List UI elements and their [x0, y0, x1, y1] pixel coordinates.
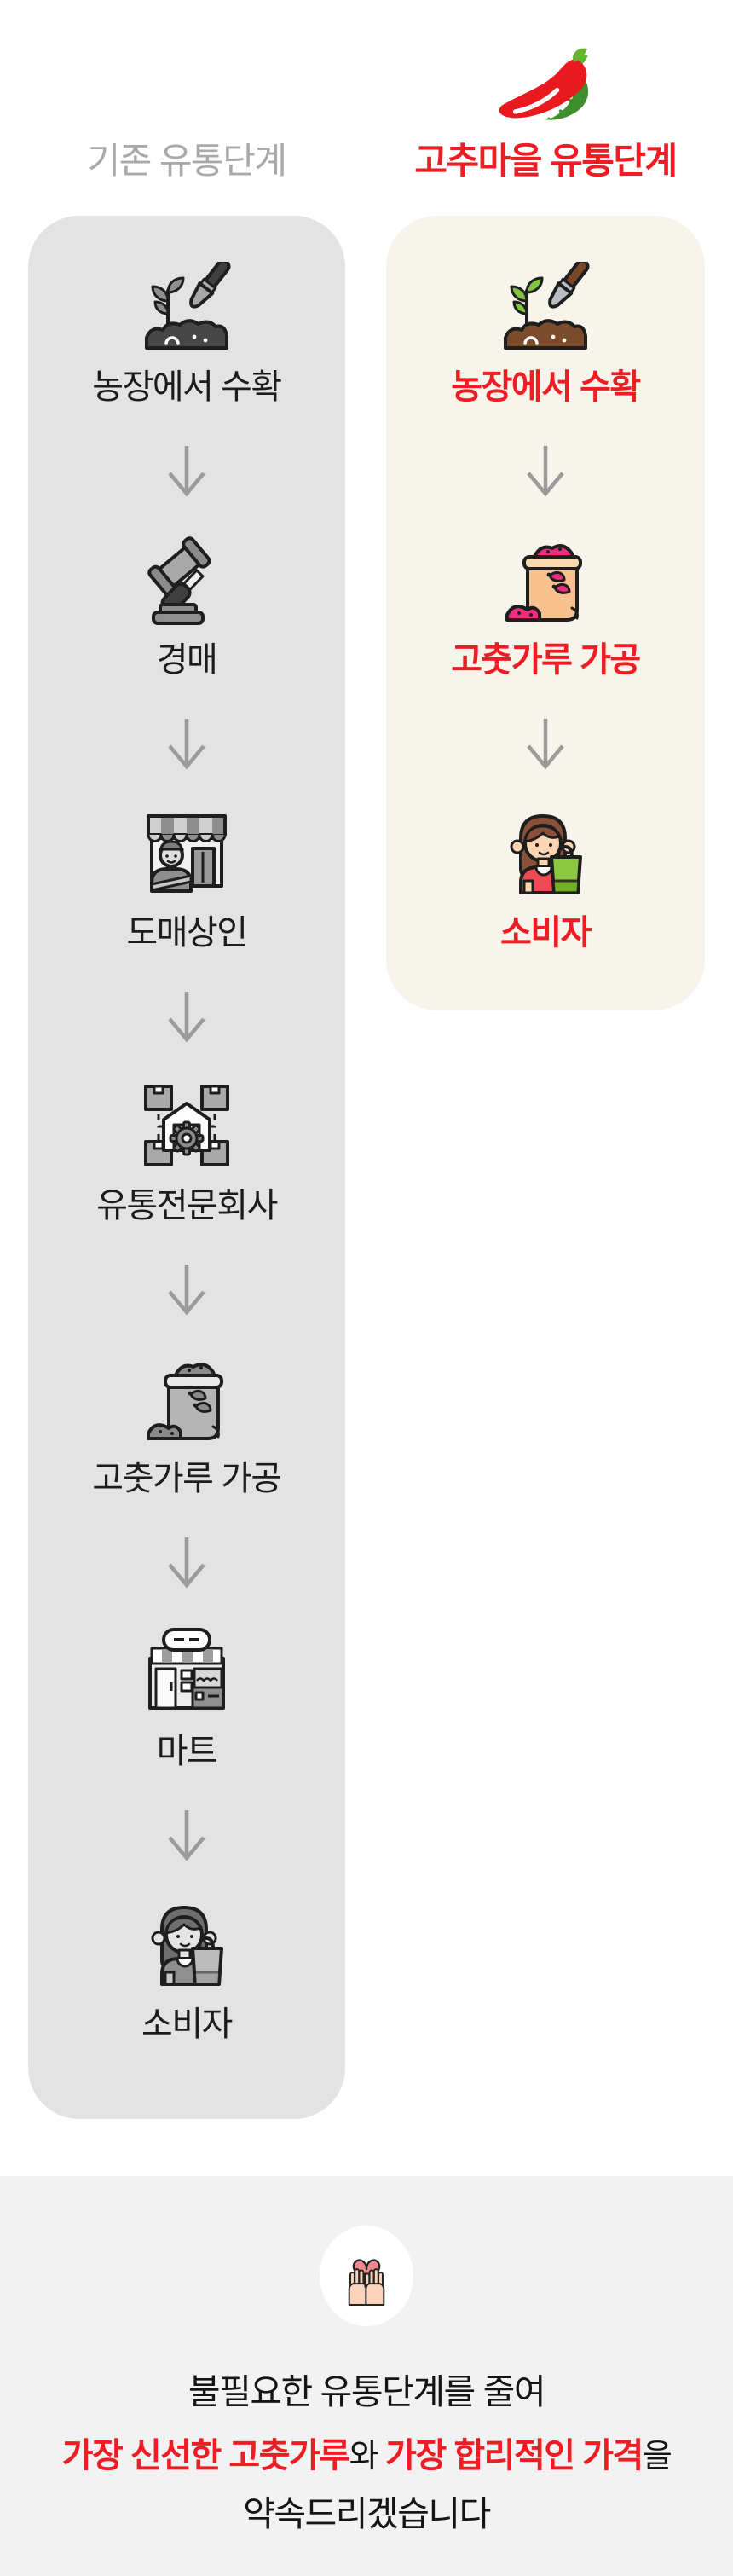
step-label: 고춧가루 가공	[451, 641, 641, 679]
chili-peppers-logo	[488, 45, 603, 132]
consumer-icon	[499, 808, 592, 901]
step-auction: 경매	[140, 535, 234, 681]
step-pepper-powder: 고춧가루 가공	[451, 535, 641, 681]
mart-icon	[140, 1626, 234, 1720]
footer-line3: 약속드리겠습니다	[243, 2494, 491, 2533]
arrow-down-icon	[163, 717, 211, 773]
footer-line2: 가장 신선한 고춧가루와 가장 합리적인 가격을	[62, 2432, 672, 2480]
step-pepper-powder: 고춧가루 가공	[92, 1353, 282, 1500]
step-label: 소비자	[500, 914, 592, 952]
step-mart: 마트	[140, 1626, 234, 1773]
distribution-company-icon	[140, 1080, 234, 1174]
step-distribution-company: 유통전문회사	[96, 1080, 278, 1227]
step-label: 마트	[156, 1733, 218, 1770]
step-label: 경매	[156, 641, 218, 679]
step-label: 농장에서 수확	[451, 368, 641, 406]
step-farm-harvest: 농장에서 수확	[92, 262, 282, 408]
arrow-down-icon	[163, 444, 211, 501]
right-flow-title: 고추마을 유통단계	[414, 141, 678, 181]
arrow-down-icon	[163, 1536, 211, 1592]
consumer-icon	[140, 1899, 234, 1993]
left-column-header: 기존 유통단계	[28, 139, 345, 216]
auction-gavel-icon	[140, 535, 234, 628]
arrow-down-icon	[163, 1809, 211, 1865]
pepper-powder-bag-icon	[499, 535, 592, 628]
flow-panels: 농장에서 수확	[0, 216, 733, 2119]
step-label: 농장에서 수확	[92, 368, 282, 406]
step-farm-harvest: 농장에서 수확	[451, 262, 641, 408]
step-consumer: 소비자	[499, 808, 592, 954]
step-consumer: 소비자	[140, 1899, 234, 2046]
arrow-down-icon	[163, 990, 211, 1046]
step-label: 소비자	[141, 2006, 233, 2043]
footer-line1: 불필요한 유통단계를 줄여	[188, 2372, 546, 2411]
footer-emphasis-price: 가장 합리적인 가격	[385, 2437, 644, 2475]
footer-plain-particle2: 을	[642, 2439, 672, 2475]
farm-harvest-icon	[140, 262, 234, 356]
step-label: 도매상인	[126, 914, 248, 952]
gochu-village-flow-panel: 농장에서 수확 고춧가루	[386, 216, 705, 1010]
step-label: 유통전문회사	[96, 1187, 278, 1224]
arrow-down-icon	[163, 1263, 211, 1319]
pepper-powder-bag-icon	[140, 1353, 234, 1447]
hands-heart-icon	[320, 2226, 413, 2326]
arrow-down-icon	[522, 444, 569, 501]
left-flow-title: 기존 유통단계	[87, 141, 287, 181]
promise-footer: 불필요한 유통단계를 줄여 가장 신선한 고춧가루와 가장 합리적인 가격을 약…	[0, 2176, 733, 2576]
wholesaler-icon	[140, 808, 234, 901]
footer-emphasis-fresh: 가장 신선한 고춧가루	[61, 2437, 350, 2475]
step-label: 고춧가루 가공	[92, 1460, 282, 1497]
footer-plain-particle1: 와	[349, 2439, 386, 2475]
header: 기존 유통단계 고추마을 유통단계	[0, 0, 733, 216]
arrow-down-icon	[522, 717, 569, 773]
right-column-header: 고추마을 유통단계	[386, 45, 705, 216]
step-wholesaler: 도매상인	[126, 808, 248, 954]
farm-harvest-icon	[499, 262, 592, 356]
existing-flow-panel: 농장에서 수확	[28, 216, 345, 2119]
